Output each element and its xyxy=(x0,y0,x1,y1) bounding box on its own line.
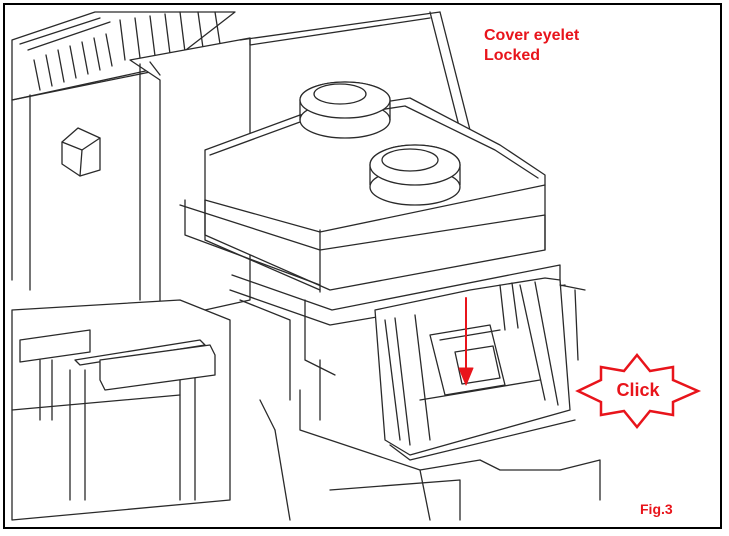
side-latch-block xyxy=(61,127,101,177)
lower-left-housing xyxy=(11,299,231,521)
upper-housing-block xyxy=(129,11,471,321)
top-left-housing xyxy=(11,11,236,291)
click-starburst-icon xyxy=(575,353,702,429)
latch-base xyxy=(239,299,601,521)
down-arrow-icon xyxy=(458,297,474,386)
click-label: Click xyxy=(616,380,660,400)
top-button-2 xyxy=(369,144,461,206)
annotation-text: Cover eyelet Locked xyxy=(484,26,579,66)
annotation-line-2: Locked xyxy=(484,47,541,64)
figure-label: Fig.3 xyxy=(640,501,673,517)
cover-eyelet-latch xyxy=(374,277,586,461)
annotation-line-1: Cover eyelet xyxy=(484,27,580,44)
top-button-1 xyxy=(299,81,391,139)
